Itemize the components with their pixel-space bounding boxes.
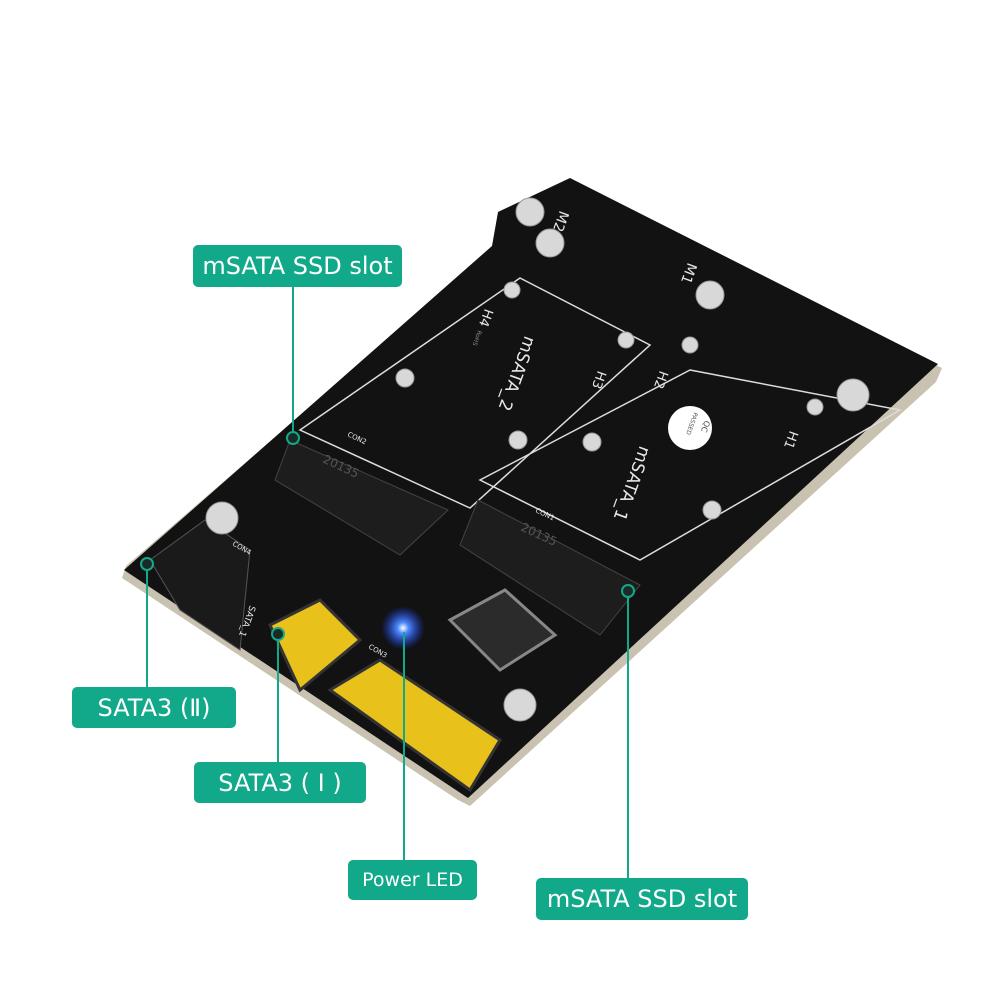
qc-sticker <box>668 406 712 450</box>
callout-line-sata3-i <box>277 636 279 762</box>
label-h1: H1 <box>780 429 800 451</box>
callout-dot-msata-bottom <box>621 584 635 598</box>
slot-outline-2 <box>298 277 652 509</box>
msata-connector-1 <box>459 499 641 636</box>
voltage-regulator <box>447 588 558 672</box>
label-h2: H2 <box>650 369 670 391</box>
callout-dot-msata-top <box>286 431 300 445</box>
callout-power-led: Power LED <box>348 860 477 900</box>
callout-msata-slot-bottom: mSATA SSD slot <box>536 878 748 920</box>
callout-msata-slot-top: mSATA SSD slot <box>193 245 402 287</box>
slot-outline-1 <box>478 369 903 561</box>
callout-line-sata3-ii <box>146 566 148 687</box>
callout-line-power-led <box>403 632 405 860</box>
sata-data-connector <box>327 658 503 793</box>
label-qc: QC <box>699 419 712 434</box>
callout-sata3-ii: SATA3 (Ⅱ) <box>72 687 236 728</box>
label-m2: M2 <box>549 209 571 234</box>
label-m1: M1 <box>677 261 699 286</box>
label-h4: H4 <box>475 307 495 329</box>
callout-line-msata-top <box>292 287 294 435</box>
power-led-glow <box>381 606 425 650</box>
callout-dot-sata3-ii <box>140 557 154 571</box>
callout-dot-sata3-i <box>271 627 285 641</box>
mounting-holes <box>205 197 870 722</box>
callout-line-msata-bottom <box>627 594 629 878</box>
msata-connector-2 <box>274 439 449 556</box>
sata-connector-4 <box>149 519 251 651</box>
sata-power-connector <box>268 598 363 693</box>
callout-sata3-i: SATA3 ( Ⅰ ) <box>194 762 366 803</box>
label-h3: H3 <box>588 369 608 391</box>
